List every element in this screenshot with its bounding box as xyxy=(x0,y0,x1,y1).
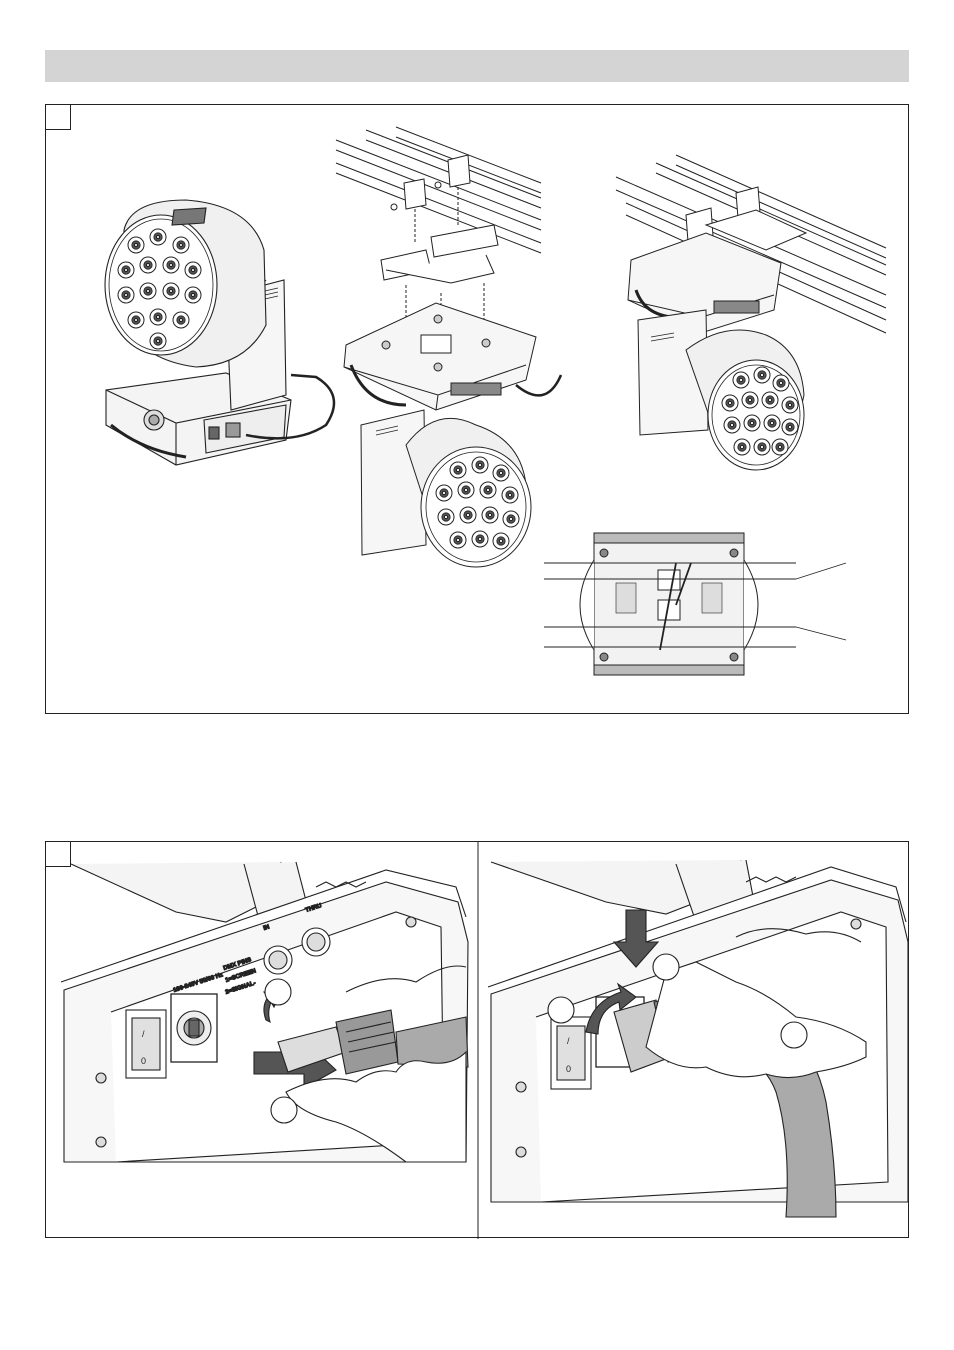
fixture-mounted-truss-illustration xyxy=(616,155,886,470)
figure-1-illustration xyxy=(46,105,910,715)
fixture-mounting-exploded-illustration xyxy=(336,127,561,567)
fixture-floor-illustration xyxy=(105,200,334,465)
figure-2-illustration: / 0 xyxy=(46,842,910,1239)
power-connector-remove-illustration: / 0 xyxy=(488,860,908,1217)
fixture-bottom-view-illustration xyxy=(544,533,846,675)
svg-text:0: 0 xyxy=(566,1064,571,1074)
figure-2-frame: / 0 xyxy=(45,841,909,1238)
figure-1-frame xyxy=(45,104,909,714)
header-bar xyxy=(45,50,909,82)
svg-text:0: 0 xyxy=(141,1056,146,1066)
power-connector-insert-illustration: / 0 xyxy=(61,862,468,1162)
